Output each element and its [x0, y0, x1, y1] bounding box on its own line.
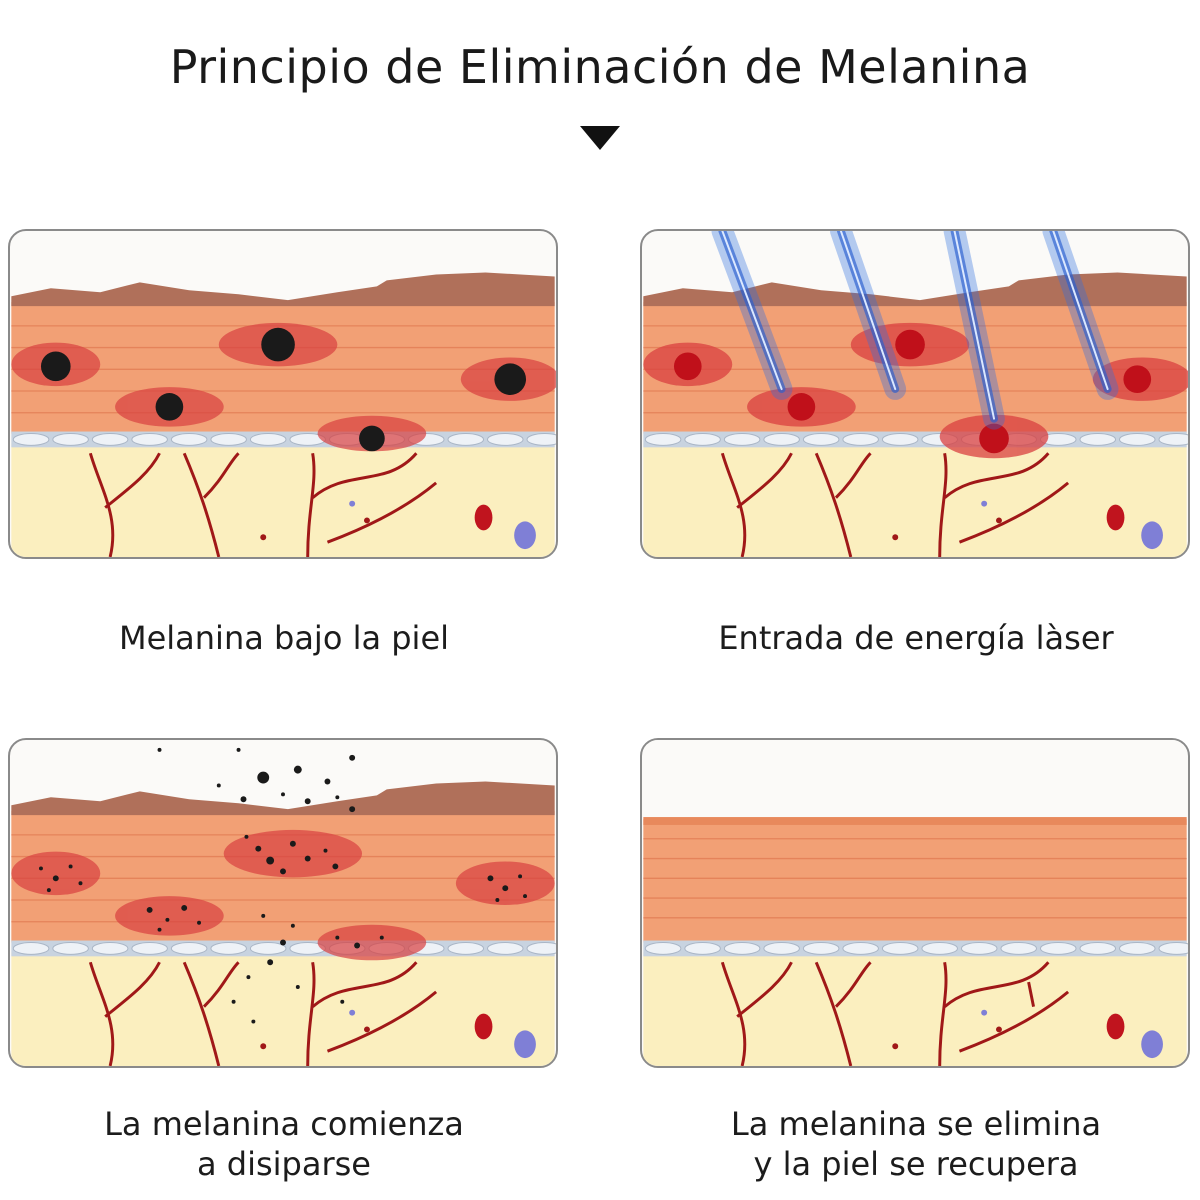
- blood-vessels: [720, 961, 1070, 1066]
- panel-melanin-under-skin: [8, 229, 558, 559]
- heated-melanin: [673, 329, 1152, 454]
- skin-diagram-3: [11, 747, 556, 1066]
- blood-vessels: [88, 961, 438, 1066]
- melanin-particles: [40, 327, 527, 452]
- caption-step-3: La melanina comienza a disiparse: [104, 1105, 464, 1183]
- skin-layers: [643, 740, 1188, 1066]
- blood-cells: [892, 1009, 1163, 1059]
- panel-skin-recovered: [640, 738, 1190, 1068]
- panel-melanin-dispersing: [8, 738, 558, 1068]
- skin-diagram-1: [11, 272, 556, 557]
- blood-cells: [260, 1009, 536, 1059]
- dispersed-melanin: [38, 747, 528, 1024]
- skin-layers: [643, 272, 1188, 557]
- caption-step-4: La melanina se elimina y la piel se recu…: [730, 1105, 1102, 1183]
- blood-cells: [260, 500, 536, 550]
- skin-layers: [11, 781, 556, 1066]
- pigment-spots: [11, 829, 555, 961]
- blood-vessels: [88, 452, 438, 557]
- skin-layers: [11, 272, 556, 557]
- down-arrow-icon: [580, 126, 620, 150]
- panel-laser-energy: [640, 229, 1190, 559]
- blood-vessels: [720, 452, 1070, 557]
- caption-step-1: Melanina bajo la piel: [118, 619, 450, 657]
- blood-cells: [892, 500, 1163, 550]
- laser-beams: [711, 231, 1119, 430]
- page-title: Principio de Eliminación de Melanina: [169, 40, 1031, 94]
- skin-diagram-4: [643, 740, 1188, 1066]
- caption-step-2: Entrada de energía làser: [718, 619, 1114, 657]
- skin-diagram-2: [643, 231, 1188, 557]
